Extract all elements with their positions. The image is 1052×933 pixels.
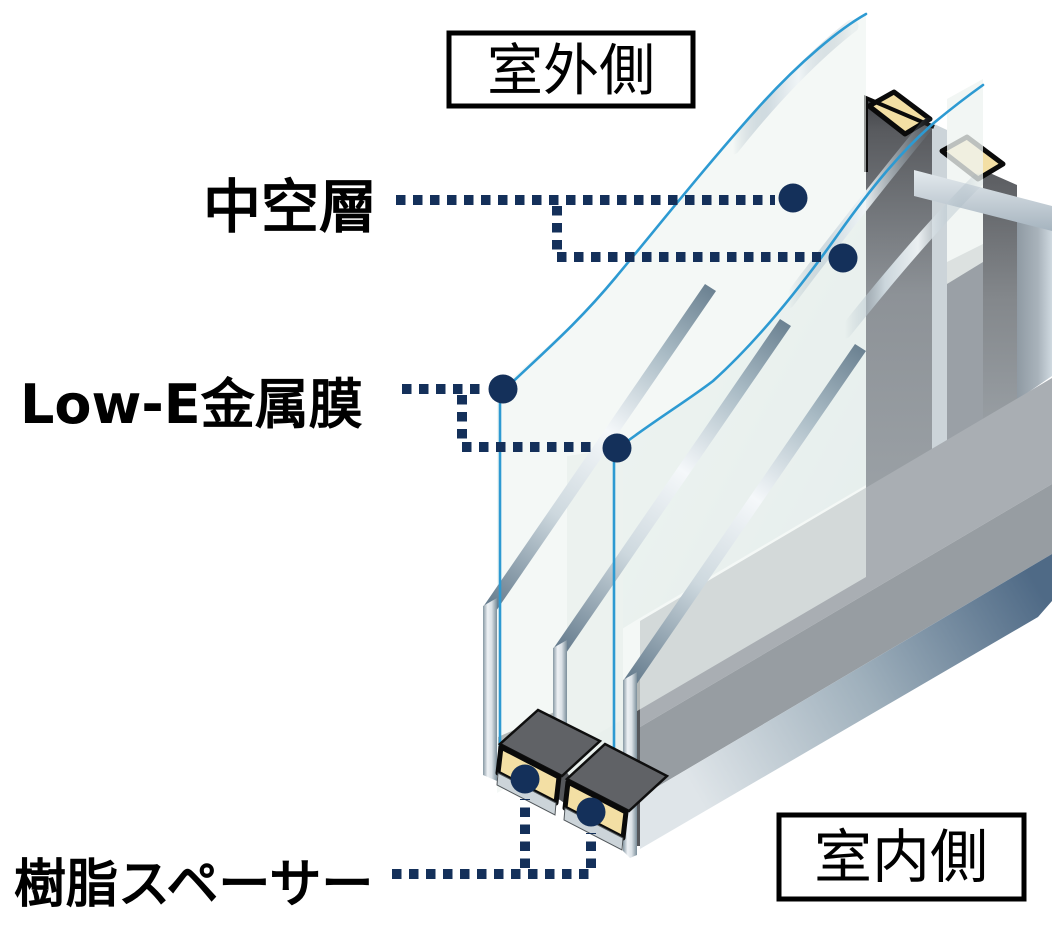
frame-bottom-band-lower	[640, 484, 1052, 797]
outdoor-side-box-border	[446, 30, 696, 109]
low-e-dot-2	[602, 433, 632, 463]
cavity-back-wall-1	[866, 98, 932, 492]
cut-edge-band-1	[483, 284, 716, 614]
middle-pane-back-column	[947, 244, 983, 447]
indoor-side-box: 室内側	[776, 812, 1027, 902]
air-layer-leader-branch	[552, 206, 821, 262]
labels: 中空層 Low-E金属膜 樹脂スペーサー	[14, 173, 377, 915]
cavity-back-wall-2	[983, 170, 1017, 424]
frame-head-rail	[914, 170, 1052, 231]
spacer-dot-2	[576, 797, 606, 827]
middle-pane-top-sheet	[947, 79, 983, 284]
indoor-side-box-border	[776, 812, 1027, 902]
indoor-side-label: 室内側	[814, 823, 988, 891]
outdoor-side-label: 室外側	[487, 39, 655, 104]
air-layer-dot-2	[828, 243, 858, 273]
air-layer-dot-1	[778, 183, 808, 213]
resin-spacer-label: 樹脂スペーサー	[14, 855, 373, 915]
low-e-film-curve-2	[615, 83, 985, 451]
low-e-film-curve-1	[501, 12, 868, 393]
frame-jamb-column	[1017, 198, 1052, 400]
glazing-unit-illustration	[483, 12, 1052, 858]
pane1-front-edge	[483, 598, 497, 781]
cut-edge-band-3	[623, 344, 866, 688]
frame-bottom-bevel	[640, 554, 1052, 849]
cut-ribbon-outer	[726, 19, 859, 155]
low-e-dot-1	[488, 374, 518, 404]
leader-lines	[392, 183, 858, 879]
cut-edge-band-2	[553, 319, 791, 656]
cut-ribbon-inner	[838, 173, 985, 339]
low-e-film-label: Low-E金属膜	[20, 373, 363, 436]
low-e-leader-branch	[457, 395, 595, 452]
spacer-dot-1	[510, 764, 540, 794]
air-layer-label: 中空層	[203, 173, 377, 241]
outdoor-side-box: 室外側	[446, 30, 696, 109]
pane2-back-edge-strip	[932, 123, 947, 458]
